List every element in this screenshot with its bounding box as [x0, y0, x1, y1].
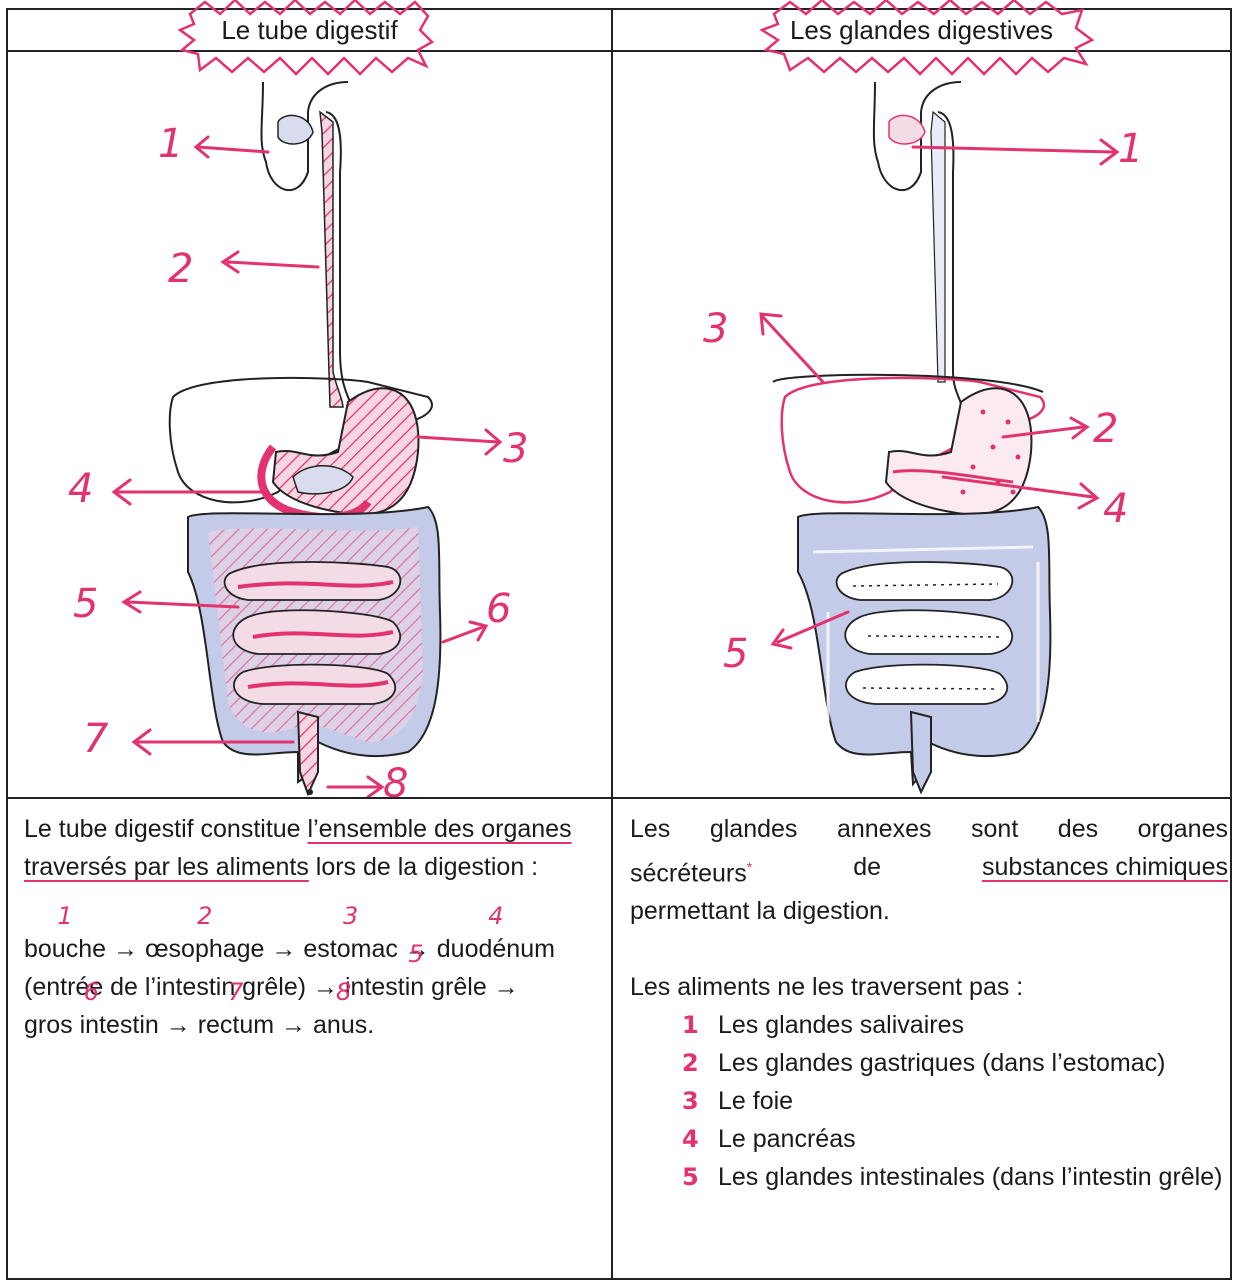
- list-marker: 2: [682, 1044, 699, 1082]
- right-label-3: 3: [703, 306, 728, 352]
- glands-intro: Les aliments ne les traversent pas :: [630, 968, 1228, 1006]
- tube-definition-cell: Le tube digestif constitue l’ensemble de…: [24, 810, 599, 1044]
- left-label-8: 8: [383, 761, 408, 797]
- left-label-5: 5: [73, 581, 98, 627]
- digestive-glands-diagram: 1 2 3 4 5: [613, 52, 1230, 797]
- tube-definition: Le tube digestif constitue l’ensemble de…: [24, 810, 599, 886]
- right-label-4: 4: [1103, 486, 1128, 532]
- row-divider: [6, 797, 1232, 799]
- list-marker: 1: [682, 1006, 699, 1044]
- left-label-1: 1: [158, 121, 183, 167]
- left-label-4: 4: [68, 466, 93, 512]
- left-column-title: Le tube digestif: [8, 10, 611, 50]
- glands-definition-line-1: Les glandes annexes sont des organes: [630, 810, 1228, 848]
- left-label-7: 7: [83, 716, 109, 762]
- right-column-title: Les glandes digestives: [613, 10, 1230, 50]
- glands-definition-cell: Les glandes annexes sont des organes séc…: [630, 810, 1228, 1196]
- glands-definition-highlight: substances chimiques: [982, 848, 1228, 892]
- glands-definition-line-3: permettant la digestion.: [630, 892, 1228, 930]
- list-marker: 3: [682, 1082, 699, 1120]
- right-label-2: 2: [1093, 406, 1118, 452]
- digestive-tract-diagram: 1 2 3 4 5 6 7 8: [8, 52, 611, 797]
- left-label-6: 6: [486, 586, 511, 632]
- right-label-1: 1: [1118, 126, 1143, 172]
- chain-item: (entrée de l’intestin grêle): [24, 968, 306, 1006]
- left-label-3: 3: [503, 426, 528, 472]
- right-label-5: 5: [723, 631, 748, 677]
- left-label-2: 2: [168, 246, 193, 292]
- list-marker: 5: [682, 1158, 699, 1196]
- list-marker: 4: [682, 1120, 699, 1158]
